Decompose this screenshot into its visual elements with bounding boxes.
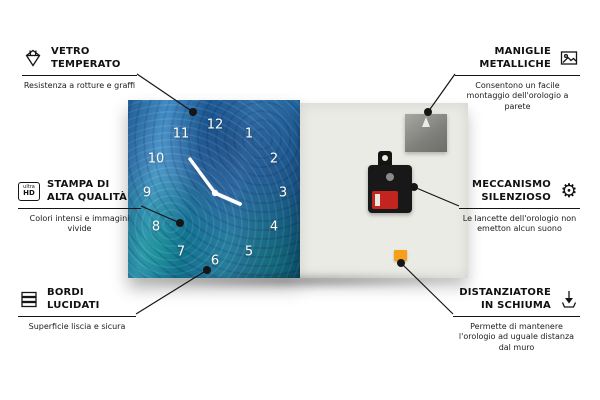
clock-number-5: 5 bbox=[244, 244, 254, 260]
foam-spacer bbox=[394, 250, 407, 261]
callout-title: MECCANISMO SILENZIOSO bbox=[472, 179, 551, 203]
clock-number-6: 6 bbox=[210, 253, 220, 269]
hanging-hook bbox=[378, 151, 392, 168]
product-shadow bbox=[126, 273, 470, 289]
picture-frame-icon bbox=[558, 47, 580, 69]
callout-header: ultra HD STAMPA DI ALTA QUALITÀ bbox=[18, 178, 141, 209]
clock-number-2: 2 bbox=[269, 151, 279, 167]
clock-number-12: 12 bbox=[206, 117, 224, 133]
callout-maniglie-metalliche: MANIGLIE METALLICHE Consentono un facile… bbox=[455, 45, 580, 112]
callout-header: BORDI LUCIDATI bbox=[18, 286, 136, 317]
callout-stampa-alta-qualita: ultra HD STAMPA DI ALTA QUALITÀ Colori i… bbox=[18, 178, 141, 235]
callout-subtitle: Permette di mantenere l'orologio ad ugua… bbox=[458, 322, 575, 352]
callout-subtitle: Superficie liscia e sicura bbox=[28, 322, 126, 331]
clock-number-11: 11 bbox=[172, 126, 190, 142]
battery-stripe bbox=[375, 194, 380, 206]
clock-number-1: 1 bbox=[244, 126, 254, 142]
callout-subtitle: Colori intensi e immagini vivide bbox=[29, 214, 130, 234]
layers-icon bbox=[18, 288, 40, 310]
callout-title: MANIGLIE METALLICHE bbox=[479, 46, 551, 70]
clock-number-4: 4 bbox=[269, 219, 279, 235]
mechanism-shaft bbox=[386, 173, 394, 181]
gear-icon: ⚙ bbox=[560, 179, 578, 202]
clock-mechanism bbox=[368, 165, 412, 213]
clock-back-panel bbox=[300, 103, 468, 278]
clock-hands bbox=[188, 157, 242, 206]
callout-distanziatore-schiuma: DISTANZIATORE IN SCHIUMA Permette di man… bbox=[453, 286, 580, 353]
callout-header: VETRO TEMPERATO bbox=[22, 45, 137, 76]
clock-number-9: 9 bbox=[142, 185, 152, 201]
callout-header: DISTANZIATORE IN SCHIUMA bbox=[453, 286, 580, 317]
clock-front-panel: 12 1 2 3 4 5 6 7 8 9 10 11 bbox=[128, 100, 300, 278]
callout-subtitle: Consentono un facile montaggio dell'orol… bbox=[466, 81, 569, 111]
callout-subtitle: Resistenza a rotture e graffi bbox=[23, 81, 136, 90]
callout-subtitle: Le lancette dell'orologio non emetton al… bbox=[462, 214, 577, 234]
hanger-slot bbox=[422, 117, 430, 127]
diamond-icon bbox=[22, 47, 44, 69]
arrow-down-icon bbox=[558, 288, 580, 310]
clock-number-10: 10 bbox=[147, 151, 165, 167]
callout-header: MECCANISMO SILENZIOSO ⚙ bbox=[459, 178, 580, 209]
ultra-hd-icon: ultra HD bbox=[18, 180, 40, 202]
callout-vetro-temperato: VETRO TEMPERATO Resistenza a rotture e g… bbox=[22, 45, 137, 91]
battery bbox=[372, 191, 398, 209]
callout-title: STAMPA DI ALTA QUALITÀ bbox=[47, 179, 128, 203]
callout-title: BORDI LUCIDATI bbox=[47, 287, 100, 311]
clock-number-8: 8 bbox=[151, 219, 161, 235]
callout-meccanismo-silenzioso: MECCANISMO SILENZIOSO ⚙ Le lancette dell… bbox=[459, 178, 580, 235]
callout-header: MANIGLIE METALLICHE bbox=[455, 45, 580, 76]
callout-bordi-lucidati: BORDI LUCIDATI Superficie liscia e sicur… bbox=[18, 286, 136, 332]
callout-title: VETRO TEMPERATO bbox=[51, 46, 121, 70]
clock-number-7: 7 bbox=[176, 244, 186, 260]
clock-number-3: 3 bbox=[278, 185, 288, 201]
metal-hanger-plate bbox=[405, 114, 447, 152]
callout-title: DISTANZIATORE IN SCHIUMA bbox=[459, 287, 551, 311]
hook-hole bbox=[382, 155, 388, 161]
